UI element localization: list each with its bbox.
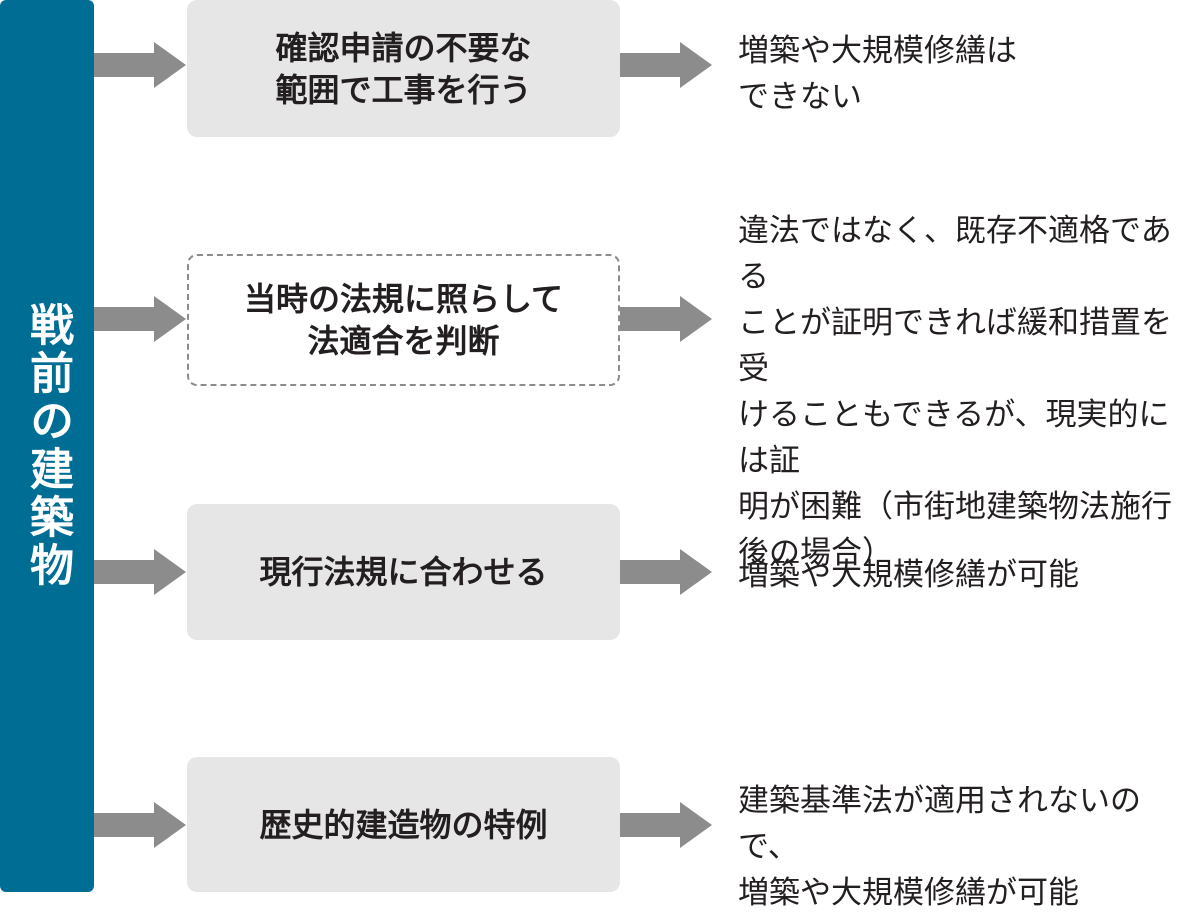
result-text-1: 増築や大規模修繕は できない (738, 33, 1017, 115)
option-box-1: 確認申請の不要な 範囲で工事を行う (187, 0, 620, 137)
arrow-to-result-1 (620, 42, 712, 88)
arrow-to-option-3 (94, 549, 186, 595)
arrow-to-option-4 (94, 802, 186, 848)
result-text-2: 違法ではなく、既存不適格である ことが証明できれば緩和措置を受 けることもできる… (738, 213, 1172, 571)
arrow-to-result-4 (620, 802, 712, 848)
source-category-label: 戦前の建築物 (22, 302, 73, 590)
arrow-to-result-3 (620, 549, 712, 595)
option-label-2: 当時の法規に照らして 法適合を判断 (243, 280, 564, 360)
arrow-to-result-2 (620, 296, 712, 342)
result-text-4: 建築基準法が適用されないので、 増築や大規模修繕が可能 (738, 783, 1141, 911)
arrow-to-option-1 (94, 42, 186, 88)
option-label-1: 確認申請の不要な 範囲で工事を行う (275, 28, 532, 109)
option-label-3: 現行法規に合わせる (259, 553, 548, 591)
arrow-to-option-2 (94, 296, 186, 342)
option-box-4: 歴史的建造物の特例 (187, 757, 620, 892)
option-box-2: 当時の法規に照らして 法適合を判断 (187, 254, 620, 386)
option-box-3: 現行法規に合わせる (187, 504, 620, 640)
option-label-4: 歴史的建造物の特例 (259, 805, 548, 844)
source-category-bar: 戦前の建築物 (0, 0, 94, 892)
result-text-3: 増築や大規模修繕が可能 (738, 557, 1079, 593)
